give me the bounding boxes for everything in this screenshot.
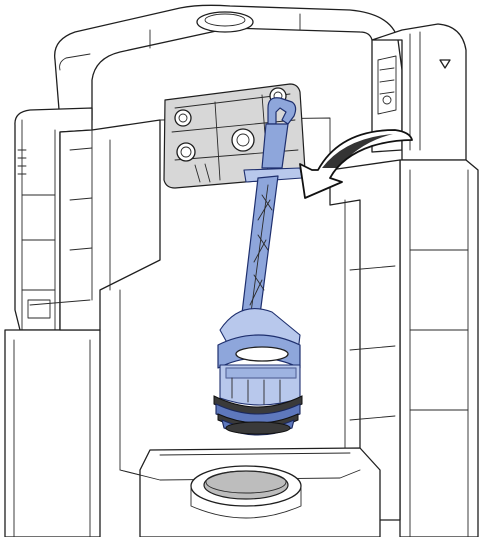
triangle-marker-icon (439, 59, 451, 69)
curved-arrow-icon (299, 129, 413, 199)
flush-valve-tool (213, 97, 303, 436)
drain-outlet (190, 465, 302, 519)
cistern-frame (4, 4, 479, 537)
